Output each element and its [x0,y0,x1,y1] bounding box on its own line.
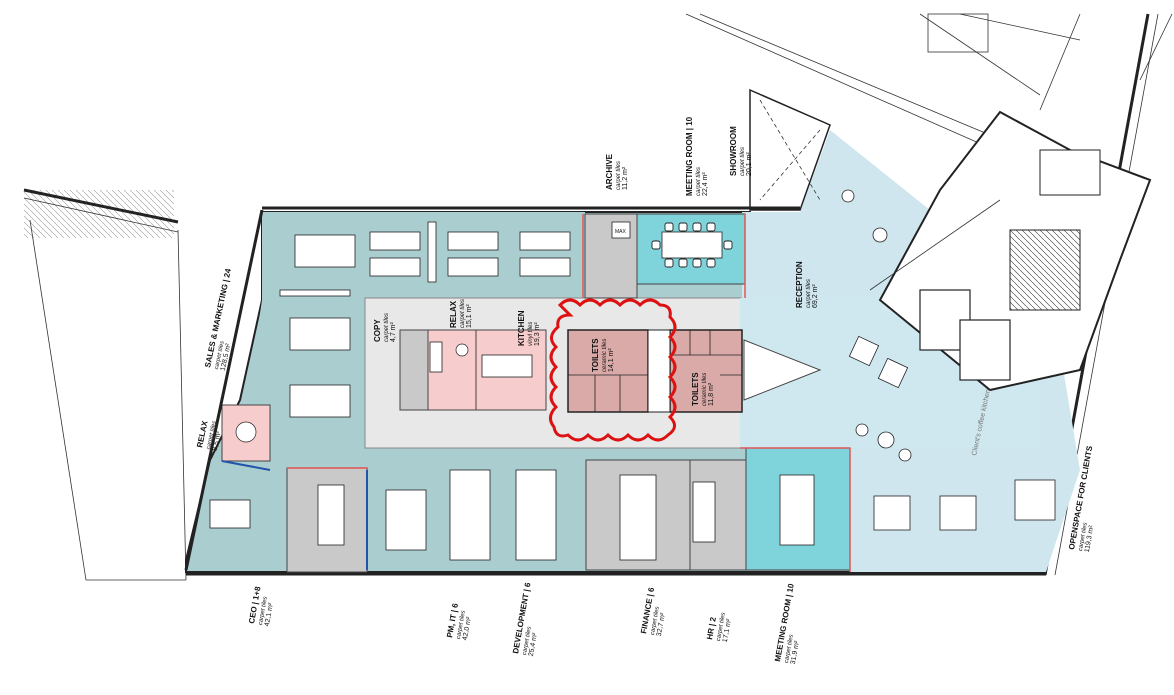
svg-text:carpet tiles: carpet tiles [1078,522,1089,552]
reception-triangle [743,339,822,401]
label-toilets-1: TOILETS ceramic tiles 14,1 m² [591,338,615,372]
svg-text:carpet tiles: carpet tiles [522,626,533,656]
svg-text:ceramic tiles: ceramic tiles [702,373,708,406]
svg-text:RECEPTION: RECEPTION [795,261,804,308]
svg-text:carpet tiles: carpet tiles [740,147,746,176]
svg-text:carpet tiles: carpet tiles [214,340,226,370]
svg-text:22,4 m²: 22,4 m² [702,172,709,196]
label-hr: HR | 2 carpet tiles 17,1 m² [705,612,733,643]
svg-text:25,4 m²: 25,4 m² [528,632,539,657]
copier [611,221,631,239]
svg-text:42,1 m²: 42,1 m² [264,602,275,627]
svg-text:carpet tiles: carpet tiles [784,634,795,664]
svg-text:11,8 m²: 11,8 m² [708,382,715,406]
svg-text:TOILETS: TOILETS [691,372,700,406]
svg-text:8,5 m²: 8,5 m² [212,430,223,452]
svg-text:20,1 m²: 20,1 m² [746,152,753,176]
svg-text:HR | 2: HR | 2 [705,616,718,640]
svg-text:carpet tiles: carpet tiles [384,313,390,342]
label-relax-top: RELAX carpet tiles 15,1 m² [449,299,473,328]
svg-text:carpet tiles: carpet tiles [460,299,466,328]
partitions [287,214,851,572]
svg-text:ARCHIVE: ARCHIVE [605,153,614,190]
label-pm-it: PM, IT | 6 carpet tiles 42,0 m² [445,602,473,641]
svg-text:COPY: COPY [373,319,382,342]
copier-label: MAX [615,229,627,235]
svg-text:carpet tiles: carpet tiles [206,420,218,450]
svg-text:KITCHEN: KITCHEN [517,310,526,346]
openspace-seating [841,189,912,462]
svg-text:carpet tiles: carpet tiles [696,167,702,196]
label-sales: SALES & MARKETING | 24 carpet tiles 128,… [203,267,233,371]
svg-text:11,2 m²: 11,2 m² [622,166,629,190]
svg-text:14,1 m²: 14,1 m² [608,348,615,372]
toilet-stalls [568,330,742,412]
bottom-desks [209,469,1056,561]
svg-text:69,2 m²: 69,2 m² [812,284,819,308]
label-reception: RECEPTION carpet tiles 69,2 m² [795,261,819,308]
svg-text:119,3 m²: 119,3 m² [1084,524,1096,553]
svg-text:31,9 m²: 31,9 m² [790,640,801,665]
svg-text:carpet tiles: carpet tiles [456,610,467,640]
label-toilets-2: TOILETS ceramic tiles 11,8 m² [691,372,715,406]
svg-text:carpet tiles: carpet tiles [258,596,269,626]
label-meeting-bottom: MEETING ROOM | 10 carpet tiles 31,9 m² [773,582,801,665]
svg-text:carpet tiles: carpet tiles [716,612,727,642]
svg-text:19,3 m²: 19,3 m² [534,322,541,346]
svg-text:ceramic tiles: ceramic tiles [602,339,608,372]
toilets-1 [567,329,649,413]
svg-text:TOILETS: TOILETS [591,338,600,372]
showroom-area [262,88,831,211]
label-meeting-top: MEETING ROOM | 10 carpet tiles 22,4 m² [685,116,709,196]
revision-cloud [549,298,677,442]
svg-text:RELAX: RELAX [449,300,458,328]
copy-room [399,329,429,411]
outer-walls [184,209,1046,576]
svg-text:32,7 m²: 32,7 m² [656,612,667,637]
doors [221,460,368,570]
label-ceo: CEO | 1+8 carpet tiles 42,1 m² [247,585,275,627]
svg-text:17,1 m²: 17,1 m² [722,618,733,643]
svg-text:4,7 m²: 4,7 m² [390,321,397,342]
label-development: DEVELOPMENT | 6 carpet tiles 25,4 m² [511,581,539,657]
svg-text:carpet tiles: carpet tiles [650,606,661,636]
label-copy: COPY carpet tiles 4,7 m² [373,313,397,342]
label-kitchen: KITCHEN vinyl tiles 19,3 m² [517,310,541,346]
label-showroom: SHOWROOM carpet tiles 20,1 m² [729,126,753,176]
svg-text:MEETING ROOM | 10: MEETING ROOM | 10 [685,116,694,196]
svg-text:carpet tiles: carpet tiles [616,161,622,190]
svg-text:vinyl tiles: vinyl tiles [528,322,534,346]
label-archive: ARCHIVE carpet tiles 11,2 m² [605,153,629,190]
label-finance: FINANCE | 6 carpet tiles 32,7 m² [639,586,667,637]
toilets-2 [669,329,743,413]
svg-text:42,0 m²: 42,0 m² [462,616,473,641]
stair-core [869,110,1152,392]
svg-text:SHOWROOM: SHOWROOM [729,126,738,176]
svg-text:15,1 m²: 15,1 m² [466,304,473,328]
sales-desks [279,221,571,418]
svg-text:carpet tiles: carpet tiles [806,279,812,308]
